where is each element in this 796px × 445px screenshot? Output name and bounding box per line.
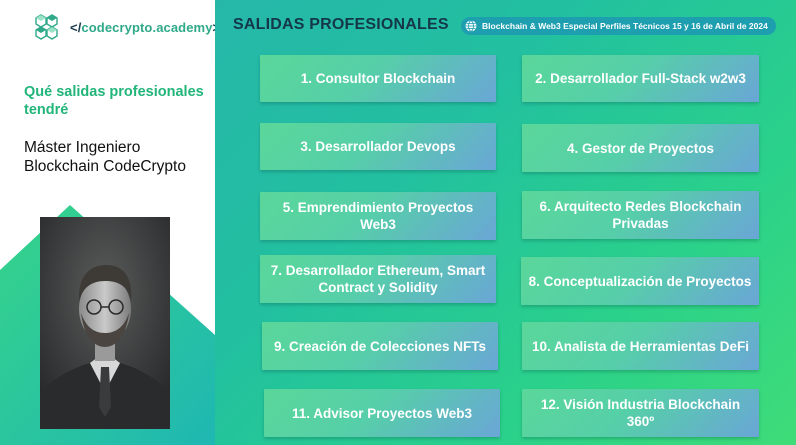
career-label: 6. Arquitecto Redes Blockchain Privadas bbox=[539, 199, 742, 231]
career-label: 5. Emprendimiento Proyectos Web3 bbox=[282, 200, 474, 232]
career-label: 4. Gestor de Proyectos bbox=[566, 140, 715, 156]
career-label: 9. Creación de Colecciones NFTs bbox=[273, 338, 487, 354]
career-label: 8. Conceptualización de Proyectos bbox=[528, 273, 752, 289]
career-label: 10. Analista de Herramientas DeFi bbox=[531, 338, 750, 354]
career-label: 3. Desarrollador Devops bbox=[300, 139, 456, 154]
globe-icon bbox=[465, 20, 477, 32]
left-panel: </codecrypto.academy> Qué salidas profes… bbox=[0, 0, 215, 445]
section-subtitle: Qué salidas profesionales tendré bbox=[24, 84, 204, 118]
portrait-image bbox=[40, 217, 170, 429]
career-label: 2. Desarrollador Full-Stack w2w3 bbox=[535, 71, 746, 86]
career-label: 11. Advisor Proyectos Web3 bbox=[291, 405, 473, 421]
event-badge[interactable]: Blockchain & Web3 Especial Perfiles Técn… bbox=[461, 17, 776, 35]
cube-logo-icon bbox=[35, 14, 58, 40]
career-card-10[interactable]: 10. Analista de Herramientas DeFi bbox=[522, 322, 759, 370]
career-label: 1. Consultor Blockchain bbox=[300, 71, 456, 86]
logo-text: </codecrypto.academy> bbox=[70, 19, 215, 35]
page-title: SALIDAS PROFESIONALES bbox=[233, 16, 449, 33]
right-panel: SALIDAS PROFESIONALES Blockchain & Web3 … bbox=[215, 0, 796, 445]
course-name: Máster Ingeniero Blockchain CodeCrypto bbox=[24, 139, 186, 175]
career-card-9[interactable]: 9. Creación de Colecciones NFTs bbox=[262, 322, 498, 370]
career-card-4[interactable]: 4. Gestor de Proyectos bbox=[522, 124, 759, 172]
career-card-1[interactable]: 1. Consultor Blockchain bbox=[260, 55, 496, 102]
career-card-8[interactable]: 8. Conceptualización de Proyectos bbox=[521, 257, 759, 305]
career-card-3[interactable]: 3. Desarrollador Devops bbox=[260, 123, 496, 170]
career-card-11[interactable]: 11. Advisor Proyectos Web3 bbox=[264, 389, 500, 437]
career-card-5[interactable]: 5. Emprendimiento Proyectos Web3 bbox=[260, 192, 496, 240]
career-card-2[interactable]: 2. Desarrollador Full-Stack w2w3 bbox=[522, 55, 759, 102]
career-label: 12. Visión Industria Blockchain 360º bbox=[540, 397, 741, 429]
career-card-6[interactable]: 6. Arquitecto Redes Blockchain Privadas bbox=[522, 191, 759, 239]
brand-logo[interactable]: </codecrypto.academy> bbox=[32, 12, 215, 42]
career-card-7[interactable]: 7. Desarrollador Ethereum, Smart Contrac… bbox=[260, 255, 496, 303]
career-label: 7. Desarrollador Ethereum, Smart Contrac… bbox=[270, 263, 486, 295]
event-text: Blockchain & Web3 Especial Perfiles Técn… bbox=[482, 21, 768, 31]
career-card-12[interactable]: 12. Visión Industria Blockchain 360º bbox=[522, 389, 759, 437]
